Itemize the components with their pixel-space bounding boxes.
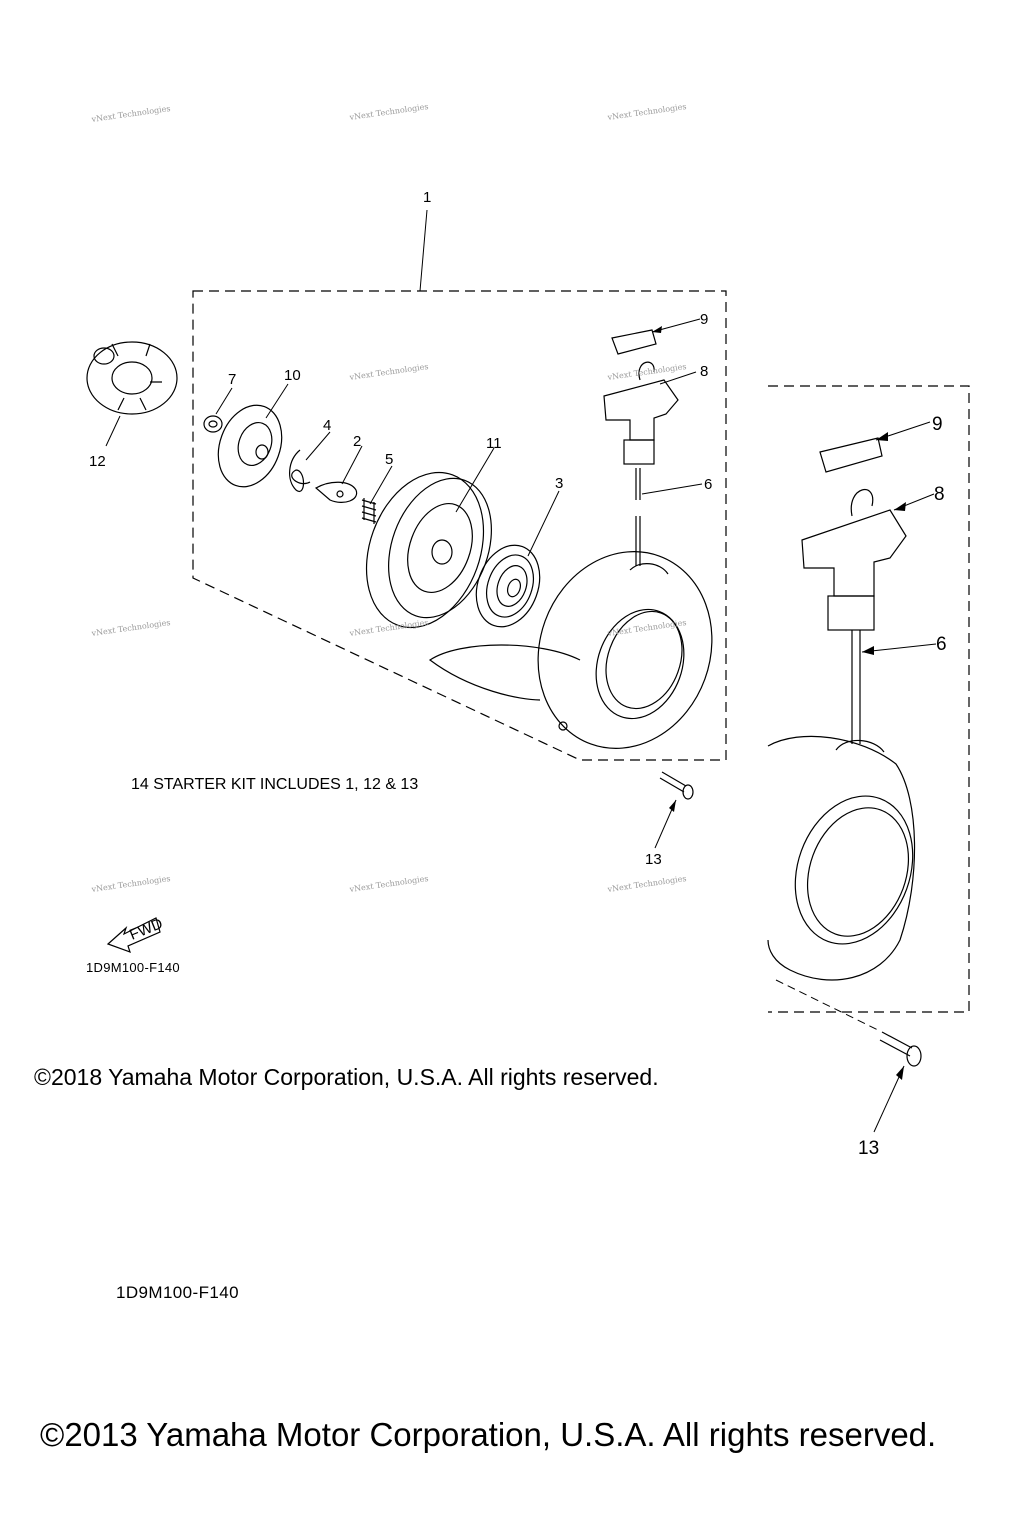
watermark: vNext Technologies bbox=[348, 362, 429, 382]
callout-12: 12 bbox=[89, 453, 106, 470]
part-13-bolt bbox=[659, 771, 694, 800]
watermark: vNext Technologies bbox=[90, 618, 171, 638]
callout-2: 2 bbox=[353, 433, 361, 450]
callout-large-8: 8 bbox=[934, 484, 945, 505]
watermark: vNext Technologies bbox=[606, 874, 687, 894]
watermark: vNext Technologies bbox=[348, 874, 429, 894]
callout-13: 13 bbox=[645, 851, 662, 868]
part-4-spring-clip bbox=[289, 449, 311, 493]
part-8-handle bbox=[603, 361, 679, 465]
callouts-large: 6 8 9 13 bbox=[858, 414, 947, 1159]
callout-9: 9 bbox=[700, 311, 708, 328]
leader-lines bbox=[105, 209, 937, 1133]
part-6-starter-rope bbox=[428, 468, 641, 701]
part-10-friction-plate bbox=[217, 404, 283, 488]
diagram-reference-code: 1D9M100-F140 bbox=[86, 960, 180, 975]
callout-4: 4 bbox=[323, 417, 331, 434]
fwd-label: FWD bbox=[127, 915, 165, 944]
part-5-spring bbox=[361, 498, 377, 524]
part-12-drive-plate bbox=[86, 341, 178, 415]
copyright-notice-2013: ©2013 Yamaha Motor Corporation, U.S.A. A… bbox=[40, 1416, 937, 1453]
part-3-recoil-spring bbox=[475, 544, 541, 628]
enlarged-part-13-bolt bbox=[879, 1031, 922, 1067]
callout-large-13: 13 bbox=[858, 1138, 879, 1159]
callout-8: 8 bbox=[700, 363, 708, 380]
part-11-sheave-drum bbox=[365, 471, 492, 629]
callout-11: 11 bbox=[486, 435, 502, 452]
callout-5: 5 bbox=[385, 451, 393, 468]
enlarged-part-9-cap bbox=[819, 437, 883, 473]
fwd-arrow-icon bbox=[106, 917, 161, 953]
callout-1: 1 bbox=[423, 189, 431, 206]
part-7-nut bbox=[203, 415, 223, 433]
enlarged-view-boundary-dashed bbox=[768, 385, 970, 1013]
watermark: vNext Technologies bbox=[348, 102, 429, 122]
starter-case bbox=[537, 551, 713, 749]
watermark: vNext Technologies bbox=[606, 102, 687, 122]
callout-large-9: 9 bbox=[932, 414, 943, 435]
watermark: vNext Technologies bbox=[606, 618, 687, 638]
diagram-reference-code-large: 1D9M100-F140 bbox=[116, 1283, 239, 1302]
enlarged-part-6-rope bbox=[851, 630, 861, 744]
assembly-boundary-dashed bbox=[192, 290, 727, 761]
callout-10: 10 bbox=[284, 367, 301, 384]
starter-kit-note: 14 STARTER KIT INCLUDES 1, 12 & 13 bbox=[131, 776, 419, 793]
watermark: vNext Technologies bbox=[90, 104, 171, 124]
callout-3: 3 bbox=[555, 475, 563, 492]
part-9-handle-cap bbox=[611, 329, 657, 355]
enlarged-starter-case bbox=[767, 735, 916, 981]
callouts-small: 1 2 3 4 5 6 7 8 9 10 11 12 13 bbox=[89, 189, 712, 868]
watermark: vNext Technologies bbox=[90, 874, 171, 894]
copyright-notice-2018: ©2018 Yamaha Motor Corporation, U.S.A. A… bbox=[34, 1064, 659, 1090]
callout-large-6: 6 bbox=[936, 634, 947, 655]
callout-7: 7 bbox=[228, 371, 236, 388]
part-2-pawl bbox=[314, 481, 358, 503]
leader-arrowheads bbox=[652, 326, 906, 1080]
enlarged-part-8-handle bbox=[801, 489, 907, 631]
callout-6: 6 bbox=[704, 476, 712, 493]
